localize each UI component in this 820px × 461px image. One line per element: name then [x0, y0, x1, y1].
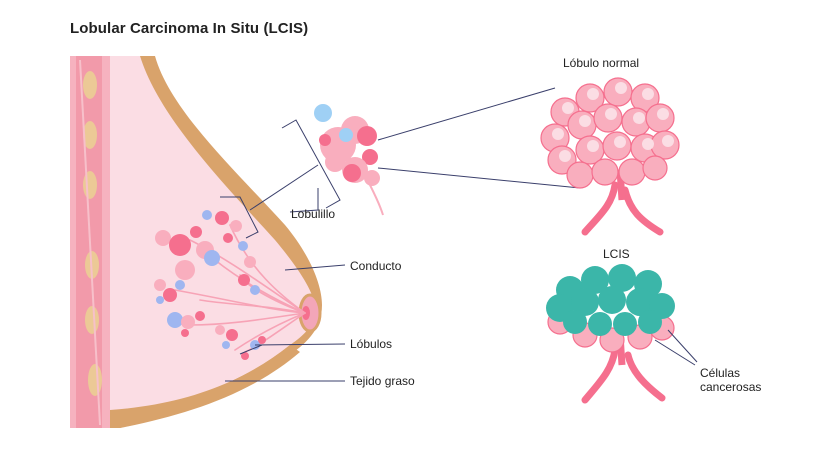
zoom-line-top [377, 87, 556, 141]
normal-lobule [540, 77, 680, 236]
lobulos-leader [254, 343, 346, 346]
conducto-leader [284, 264, 346, 271]
chest-wall [70, 56, 112, 428]
label-celulas-line1: Células [700, 366, 741, 380]
label-lcis: LCIS [603, 247, 630, 261]
lobulillo-zoom [314, 104, 384, 216]
breast-tissue [110, 56, 316, 410]
celulas-leader-1 [654, 339, 696, 366]
label-lobulillo: Lobulillo [291, 207, 336, 221]
lobulillo-label-line [289, 188, 319, 213]
breast-lobules [154, 210, 266, 360]
lobulillo-bracket-large [281, 119, 341, 209]
celulas-leader-2 [667, 329, 698, 363]
label-celulas-line2: cancerosas [700, 380, 762, 394]
nipple-center [302, 306, 310, 320]
lower-skin-fold [110, 345, 300, 428]
label-normal-lobule: Lóbulo normal [563, 56, 640, 70]
label-lobulos: Lóbulos [350, 337, 393, 351]
zoom-line-bottom [377, 167, 581, 189]
label-conducto: Conducto [350, 259, 402, 273]
lobulillo-connector [249, 164, 319, 211]
label-tejido-graso: Tejido graso [350, 374, 415, 388]
diagram-title: Lobular Carcinoma In Situ (LCIS) [70, 20, 309, 37]
lcis-lobule [546, 264, 675, 404]
lobulillo-bracket-small [220, 196, 259, 239]
lobulos-leader-2 [239, 344, 263, 355]
